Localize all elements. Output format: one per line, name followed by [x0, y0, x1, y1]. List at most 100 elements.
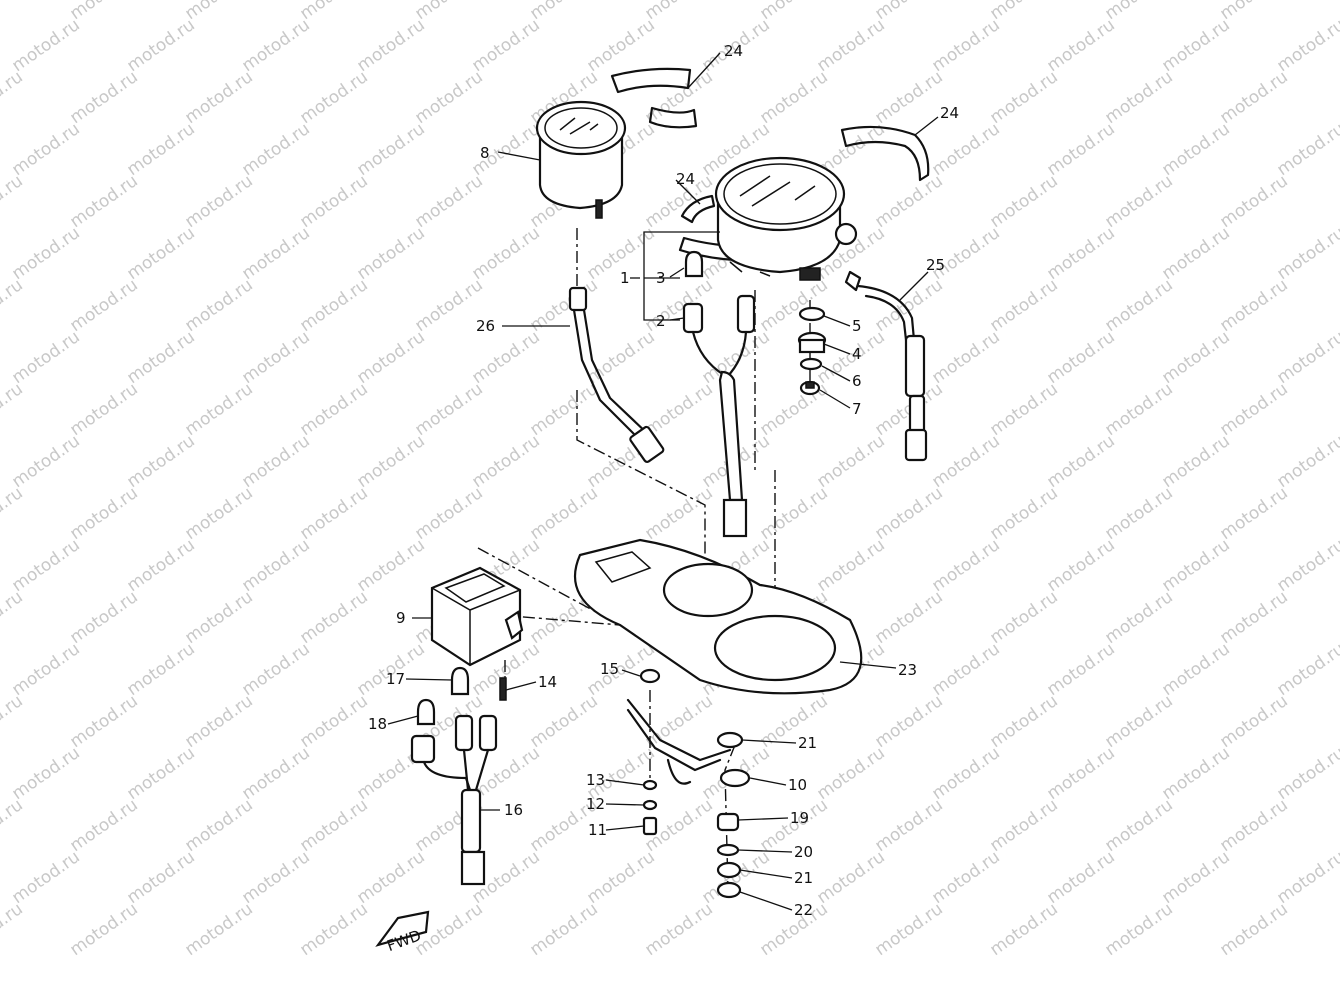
watermark-text: motod.ru — [0, 379, 27, 440]
watermark-text: motod.ru — [8, 119, 83, 180]
watermark-text: motod.ru — [1273, 119, 1340, 180]
watermark-text: motod.ru — [123, 327, 198, 388]
callout-labels: 24 24 24 8 25 1 3 2 26 5 4 6 7 9 23 15 1… — [368, 42, 959, 919]
watermark-text: motod.ru — [1043, 847, 1118, 908]
callout-17: 17 — [386, 670, 405, 688]
watermark-text: motod.ru — [756, 379, 831, 440]
watermark-text: motod.ru — [123, 535, 198, 596]
watermark-text: motod.ru — [871, 899, 946, 960]
watermark-text: motod.ru — [583, 15, 658, 76]
watermark-text: motod.ru — [986, 691, 1061, 752]
watermark-text: motod.ru — [1043, 119, 1118, 180]
callout-6: 6 — [852, 372, 862, 390]
watermark-text: motod.ru — [411, 67, 486, 128]
watermark-text: motod.ru — [526, 379, 601, 440]
callout-2: 2 — [656, 312, 666, 330]
watermark-text: motod.ru — [238, 535, 313, 596]
watermark-text: motod.ru — [1273, 847, 1340, 908]
watermark-text: motod.ru — [411, 483, 486, 544]
callout-23: 23 — [898, 661, 917, 679]
watermark-text: motod.ru — [181, 171, 256, 232]
watermark-text: motod.ru — [353, 223, 428, 284]
watermark-text: motod.ru — [1101, 795, 1176, 856]
watermark-text: motod.ru — [1216, 0, 1291, 24]
watermark-text: motod.ru — [0, 899, 27, 960]
callout-13: 13 — [586, 771, 605, 789]
watermark-text: motod.ru — [238, 119, 313, 180]
tachometer-gauge — [535, 100, 627, 219]
watermark-text: motod.ru — [871, 171, 946, 232]
watermark-text: motod.ru — [1216, 795, 1291, 856]
watermark-text: motod.ru — [123, 431, 198, 492]
watermark-text: motod.ru — [66, 691, 141, 752]
watermark-text: motod.ru — [1273, 15, 1340, 76]
watermark-text: motod.ru — [411, 171, 486, 232]
tachometer-cable-26 — [568, 286, 665, 463]
watermark-text: motod.ru — [756, 67, 831, 128]
watermark-text: motod.ru — [1273, 639, 1340, 700]
watermark-text: motod.ru — [813, 15, 888, 76]
watermark-text: motod.ru — [1216, 275, 1291, 336]
callout-24-top: 24 — [724, 42, 743, 60]
watermark-text: motod.ru — [296, 483, 371, 544]
watermark-text: motod.ru — [353, 847, 428, 908]
watermark-text: motod.ru — [123, 743, 198, 804]
watermark-text: motod.ru — [8, 639, 83, 700]
watermark-text: motod.ru — [526, 691, 601, 752]
watermark-text: motod.ru — [813, 431, 888, 492]
callout-11: 11 — [588, 821, 607, 839]
watermark-text: motod.ru — [698, 327, 773, 388]
watermark-text: motod.ru — [641, 379, 716, 440]
watermark-text: motod.ru — [66, 171, 141, 232]
watermark-text: motod.ru — [526, 483, 601, 544]
watermark-text: motod.ru — [1043, 223, 1118, 284]
callout-9: 9 — [396, 609, 406, 627]
watermark-text: motod.ru — [928, 431, 1003, 492]
callout-25: 25 — [926, 256, 945, 274]
watermark-text: motod.ru — [1043, 535, 1118, 596]
watermark-text: motod.ru — [813, 743, 888, 804]
watermark-text: motod.ru — [238, 639, 313, 700]
watermark-text: motod.ru — [928, 15, 1003, 76]
callout-12: 12 — [586, 795, 605, 813]
watermark-text: motod.ru — [123, 119, 198, 180]
watermark-text: motod.ru — [468, 223, 543, 284]
callout-24-left: 24 — [676, 170, 695, 188]
watermark-text: motod.ru — [353, 15, 428, 76]
watermark-text: motod.ru — [928, 119, 1003, 180]
watermark-text: motod.ru — [641, 899, 716, 960]
watermark-text: motod.ru — [1216, 691, 1291, 752]
speedometer-cable-25 — [844, 270, 928, 462]
watermark-text: motod.ru — [0, 171, 27, 232]
watermark-text: motod.ru — [0, 67, 27, 128]
callout-4: 4 — [852, 345, 862, 363]
watermark-text: motod.ru — [296, 795, 371, 856]
watermark-text: motod.ru — [181, 795, 256, 856]
watermark-text: motod.ru — [986, 379, 1061, 440]
watermark-text: motod.ru — [238, 847, 313, 908]
watermark-text: motod.ru — [8, 223, 83, 284]
callout-5: 5 — [852, 317, 862, 335]
watermark-text: motod.ru — [813, 535, 888, 596]
watermark-text: motod.ru — [0, 483, 27, 544]
watermark-text: motod.ru — [1273, 743, 1340, 804]
watermark-text: motod.ru — [583, 847, 658, 908]
watermark-text: motod.ru — [986, 0, 1061, 24]
watermark-text: motod.ru — [238, 431, 313, 492]
watermark-text: motod.ru — [1216, 899, 1291, 960]
callout-10: 10 — [788, 776, 807, 794]
watermark-text: motod.ru — [986, 67, 1061, 128]
watermark-text: motod.ru — [1158, 223, 1233, 284]
watermark-text: motod.ru — [1043, 327, 1118, 388]
watermark-text: motod.ru — [1158, 535, 1233, 596]
callout-16: 16 — [504, 801, 523, 819]
watermark-text: motod.ru — [411, 0, 486, 24]
watermark-text: motod.ru — [238, 223, 313, 284]
watermark-text: motod.ru — [1273, 535, 1340, 596]
watermark-text: motod.ru — [1158, 639, 1233, 700]
damper-stack-21-19-20-22 — [716, 731, 751, 899]
leader-lines — [387, 52, 939, 911]
mount-bracket-10 — [626, 698, 732, 785]
watermark-text: motod.ru — [66, 275, 141, 336]
